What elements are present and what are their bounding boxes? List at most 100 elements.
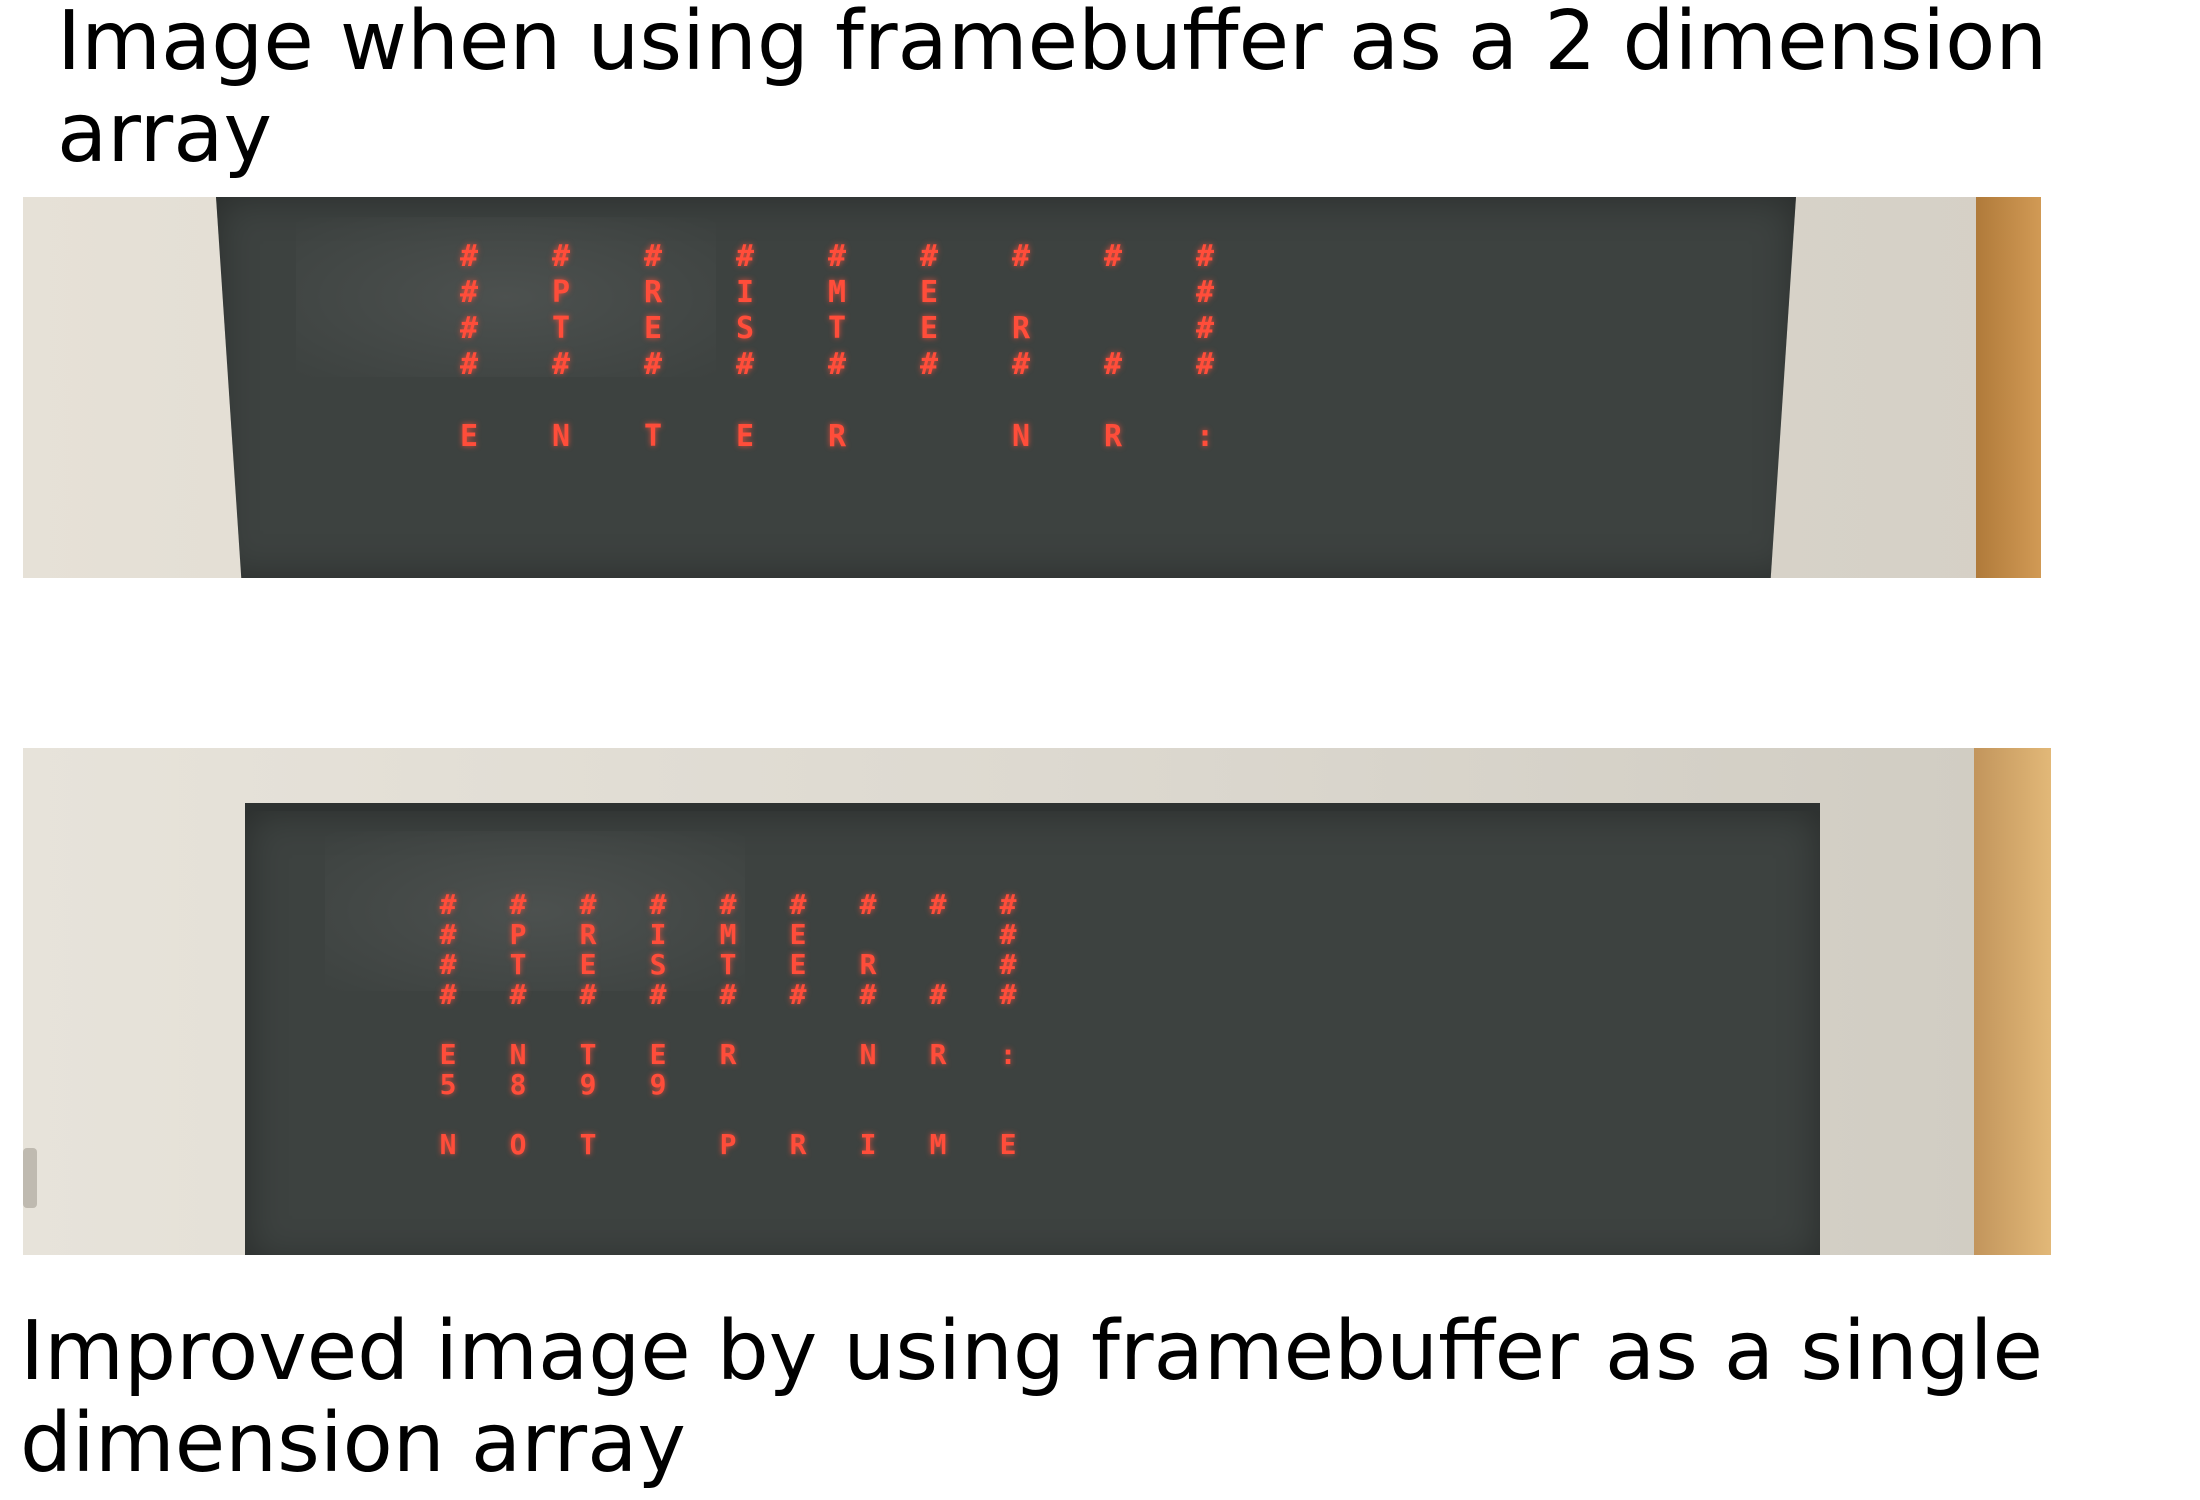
screen-char: # [643, 347, 665, 382]
screen-char: # [459, 275, 481, 310]
screen-char: 5 [439, 1068, 457, 1101]
screen-char: T [827, 311, 849, 346]
screen-char: E [579, 948, 597, 981]
screen-char: I [859, 1128, 877, 1161]
screen-char: 9 [649, 1068, 667, 1101]
screen-char: P [509, 918, 527, 951]
screen-char: # [509, 978, 527, 1011]
screen-char: E [919, 311, 941, 346]
screen-char [976, 278, 1068, 314]
screen-char: # [643, 239, 665, 274]
screen-char: R [579, 918, 597, 951]
screen-char [623, 1131, 693, 1161]
screen-char: N [509, 1038, 527, 1071]
screen-char: # [999, 978, 1017, 1011]
screen-char: M [827, 275, 849, 310]
screen-char: # [919, 347, 941, 382]
screen-char: S [649, 948, 667, 981]
screen-char: # [859, 888, 877, 921]
wall-background [1974, 748, 2051, 1255]
screen-char: # [1011, 347, 1033, 382]
screen-char: T [719, 948, 737, 981]
screen-char: # [999, 888, 1017, 921]
caption-top-line2: array [57, 86, 273, 181]
caption-top-line1: Image when using framebuffer as a 2 dime… [57, 0, 2048, 89]
crt-screen: # # # # # # # # # # P R I M E # # T E S … [216, 197, 1796, 578]
screen-char: # [1195, 239, 1217, 274]
screen-char: # [1103, 239, 1125, 274]
screen-char: T [509, 948, 527, 981]
screen-char: 9 [579, 1068, 597, 1101]
screen-char: # [827, 239, 849, 274]
screen-char: # [439, 948, 457, 981]
screen-blank-line [424, 386, 1252, 422]
screen-char: # [649, 978, 667, 1011]
screen-char: # [551, 239, 573, 274]
screen-char [903, 921, 973, 951]
screen-char: # [735, 239, 757, 274]
screen-char: R [827, 419, 849, 454]
screen-char [884, 422, 976, 458]
screen-char: R [1103, 419, 1125, 454]
screen-char: E [459, 419, 481, 454]
screen-char: E [919, 275, 941, 310]
screen-char: # [459, 347, 481, 382]
screen-char: # [789, 978, 807, 1011]
screen-char [763, 1071, 833, 1101]
screen-char: # [999, 918, 1017, 951]
screen-char: # [929, 888, 947, 921]
screen-char: # [439, 978, 457, 1011]
screen-char: M [929, 1128, 947, 1161]
screen-char [973, 1071, 1043, 1101]
screen-char: P [551, 275, 573, 310]
screen-char: R [719, 1038, 737, 1071]
screen-char: # [439, 918, 457, 951]
screen-char: # [459, 239, 481, 274]
screen-char: # [719, 888, 737, 921]
screen-char: : [1195, 419, 1217, 454]
screen-text: # # # # # # # # # # P R I M E # # T E S … [424, 242, 1252, 458]
screen-char: R [929, 1038, 947, 1071]
screen-char: # [439, 888, 457, 921]
screen-char: N [439, 1128, 457, 1161]
screen-char: I [735, 275, 757, 310]
screen-char: O [509, 1128, 527, 1161]
caption-top: Image when using framebuffer as a 2 dime… [57, 0, 2047, 180]
screen-char: # [1011, 239, 1033, 274]
screen-char: E [789, 948, 807, 981]
screen-char [763, 1041, 833, 1071]
screen-char: # [719, 978, 737, 1011]
screen-char: E [789, 918, 807, 951]
screen-char: N [1011, 419, 1033, 454]
screen-char [833, 1071, 903, 1101]
screen-char: # [1103, 347, 1125, 382]
screen-char: R [643, 275, 665, 310]
photo-1d-framebuffer: # # # # # # # # # # P R I M E # # T E S … [23, 748, 2051, 1255]
screen-char: 8 [509, 1068, 527, 1101]
screen-char: E [999, 1128, 1017, 1161]
screen-char: # [929, 978, 947, 1011]
cable [23, 1148, 37, 1208]
screen-char: M [719, 918, 737, 951]
screen-char: # [999, 948, 1017, 981]
screen-char: # [1195, 311, 1217, 346]
photo-2d-framebuffer: # # # # # # # # # # P R I M E # # T E S … [23, 197, 2041, 578]
crt-screen: # # # # # # # # # # P R I M E # # T E S … [245, 803, 1820, 1255]
screen-char: T [643, 419, 665, 454]
screen-char [903, 951, 973, 981]
screen-char: R [1011, 311, 1033, 346]
screen-char: R [789, 1128, 807, 1161]
screen-char: # [1195, 275, 1217, 310]
caption-bottom-line1: Improved image by using framebuffer as a… [20, 1304, 2043, 1399]
screen-char: # [649, 888, 667, 921]
screen-char: T [579, 1038, 597, 1071]
screen-char [833, 921, 903, 951]
screen-char: : [999, 1038, 1017, 1071]
screen-char: E [649, 1038, 667, 1071]
screen-char: T [551, 311, 573, 346]
screen-char: # [579, 888, 597, 921]
screen-char: I [649, 918, 667, 951]
screen-char: # [509, 888, 527, 921]
screen-char: # [789, 888, 807, 921]
screen-char: # [919, 239, 941, 274]
